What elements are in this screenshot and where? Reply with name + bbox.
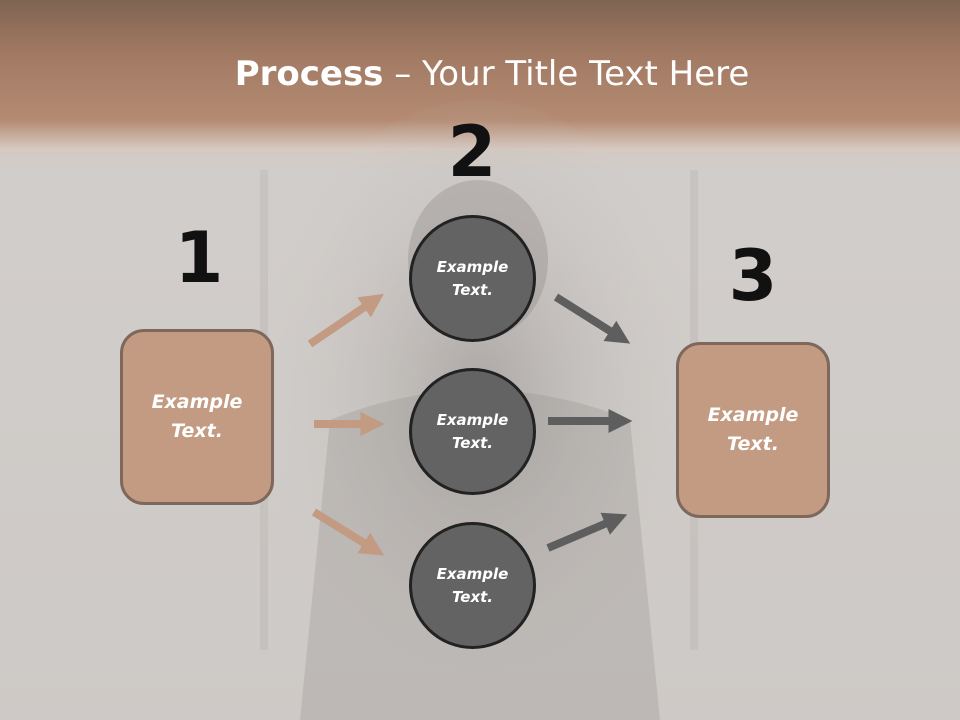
step-3-box: Example Text.	[676, 342, 830, 518]
circle-top-text: Example Text.	[436, 257, 509, 299]
step-2-circle-bottom: Example Text.	[409, 522, 536, 649]
step-1-box-text: Example Text.	[151, 391, 243, 442]
step-2-circle-top: Example Text.	[409, 215, 536, 342]
title-strong: Process	[234, 54, 384, 94]
circle-middle-text: Example Text.	[436, 410, 509, 452]
slide-title: Process – Your Title Text Here	[0, 52, 960, 96]
step-1-number: 1	[174, 217, 224, 299]
arrow-1-to-bottom	[311, 508, 385, 556]
title-rest: – Your Title Text Here	[383, 54, 750, 94]
step-3-number: 3	[728, 235, 778, 317]
step-3-box-text: Example Text.	[707, 404, 799, 455]
arrow-top-to-3	[553, 293, 631, 344]
arrow-bottom-to-3	[546, 512, 628, 552]
step-1-box: Example Text.	[120, 329, 274, 505]
arrow-1-to-top	[307, 293, 384, 348]
step-2-circle-middle: Example Text.	[409, 368, 536, 495]
step-2-number: 2	[447, 111, 497, 193]
circle-bottom-text: Example Text.	[436, 564, 509, 606]
